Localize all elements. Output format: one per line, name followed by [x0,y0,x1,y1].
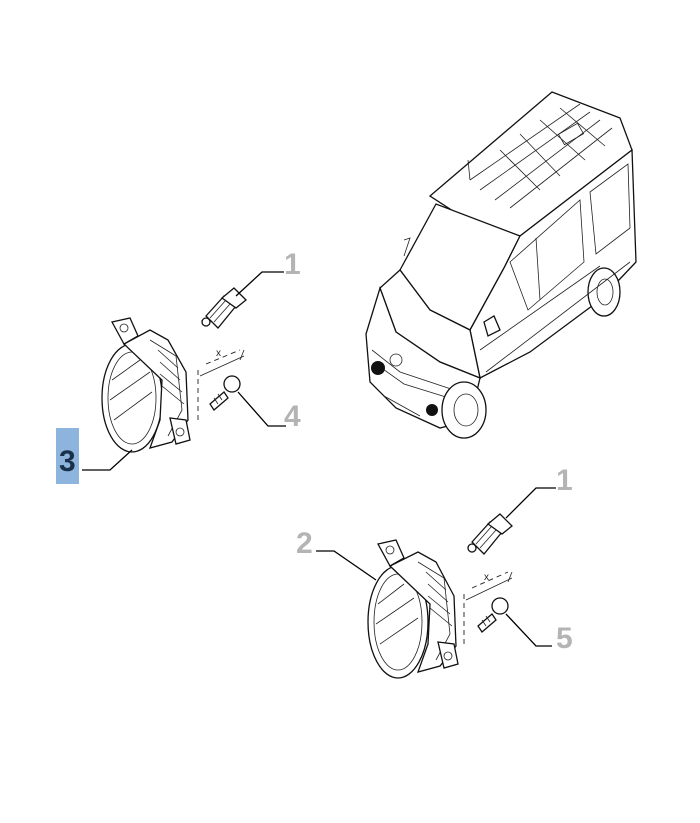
fog-lamp-assembly-left [101,317,245,453]
callout-2[interactable]: 2 [296,527,313,560]
callout-5[interactable]: 5 [556,622,573,655]
van-illustration [365,91,637,439]
callout-3-highlight [56,428,79,484]
dimension-label-upper: x [216,348,221,359]
fog-lamp-assembly-right [367,539,513,679]
callout-1-upper[interactable]: 1 [284,248,301,281]
dimension-label-lower: x [484,572,489,583]
screw-lower [477,597,509,633]
bulb-upper [201,287,247,329]
callout-4[interactable]: 4 [284,400,301,433]
callout-1-lower[interactable]: 1 [556,464,573,497]
bulb-lower [467,513,513,555]
screw-upper [209,375,241,411]
leader-lines [82,271,556,647]
callout-3[interactable]: 3 [59,445,76,478]
